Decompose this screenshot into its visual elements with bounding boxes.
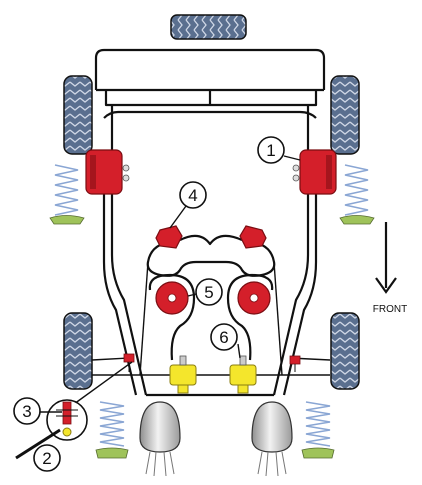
callout-6-number: 6: [219, 328, 228, 347]
right-differential: [251, 401, 293, 477]
callout-2-number: 2: [42, 449, 51, 468]
callout-5-number: 5: [204, 283, 213, 302]
rear-right-spring: [339, 164, 375, 225]
rear-right-hanger-bushing: [292, 149, 337, 195]
rear-left-tyre: [63, 75, 93, 155]
callout-5: 5: [195, 278, 223, 306]
callout-4: 4: [179, 181, 207, 209]
rear-left-hanger-bushing: [85, 149, 130, 195]
arrow-head-icon: [375, 277, 397, 294]
callout-6: 6: [210, 323, 238, 351]
callout-3: 3: [13, 397, 41, 425]
left-round-bushing: [155, 281, 189, 315]
radius-arm-loops: [148, 273, 274, 361]
front-left-tyre: [63, 312, 93, 390]
left-small-bushing: [123, 353, 135, 372]
callout-2: 2: [33, 444, 61, 472]
right-axle-bushing: [239, 225, 267, 249]
front-right-tyre: [330, 312, 360, 390]
callout-1: 1: [257, 136, 285, 164]
right-round-bushing: [237, 281, 271, 315]
right-small-bushing: [289, 355, 301, 372]
front-label: FRONT: [373, 304, 407, 315]
left-yellow-bushing: [169, 355, 197, 394]
callout-4-number: 4: [188, 186, 197, 205]
callout-3-number: 3: [22, 402, 31, 421]
rear-right-tyre: [330, 75, 360, 155]
spare-wheel: [170, 14, 247, 40]
callout-1-number: 1: [266, 141, 275, 160]
left-axle-bushing: [155, 225, 183, 249]
front-right-spring: [301, 401, 335, 459]
front-left-spring: [95, 401, 129, 459]
right-yellow-bushing: [229, 355, 257, 394]
chassis-frame: [94, 48, 326, 397]
trailing-arm-assembly: [139, 234, 283, 376]
left-differential: [139, 401, 181, 477]
front-direction-indicator: FRONT: [373, 222, 407, 315]
magnified-detail: [46, 361, 133, 441]
leader-lines: [15, 155, 301, 460]
rear-left-spring: [49, 164, 85, 225]
